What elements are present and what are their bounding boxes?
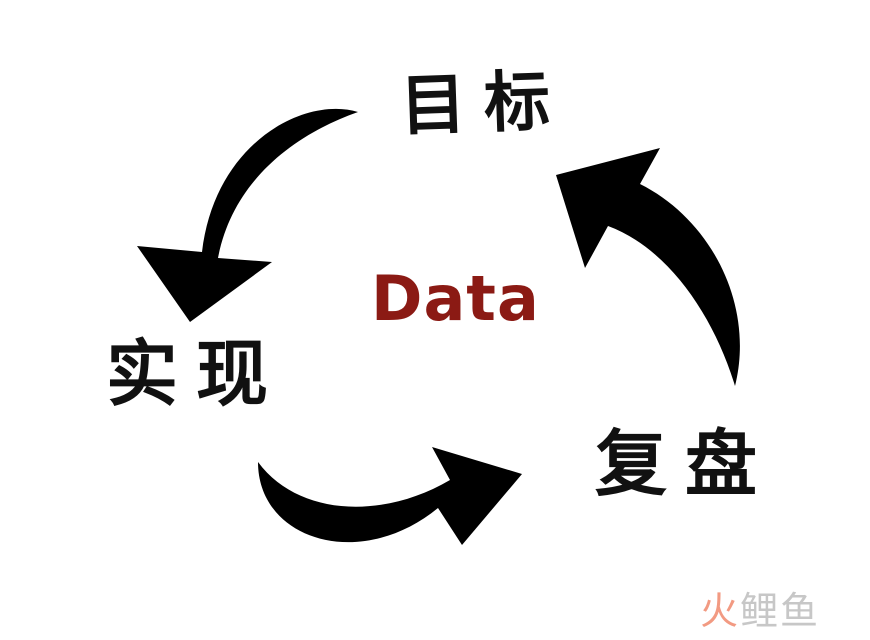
watermark-first-char: 火 [700, 589, 741, 633]
center-data-text: Data [371, 262, 540, 335]
watermark-logo: 火鲤鱼 [700, 592, 820, 630]
arrow-achieve-to-review [258, 447, 522, 545]
arrow-review-to-goal [556, 148, 740, 386]
watermark-rest-chars: 鲤鱼 [740, 589, 821, 633]
node-label-goal: 目标 [398, 61, 570, 145]
node-label-achieve: 实现 [106, 331, 287, 416]
arrow-goal-to-achieve [137, 108, 358, 323]
node-label-review: 复盘 [595, 421, 776, 506]
